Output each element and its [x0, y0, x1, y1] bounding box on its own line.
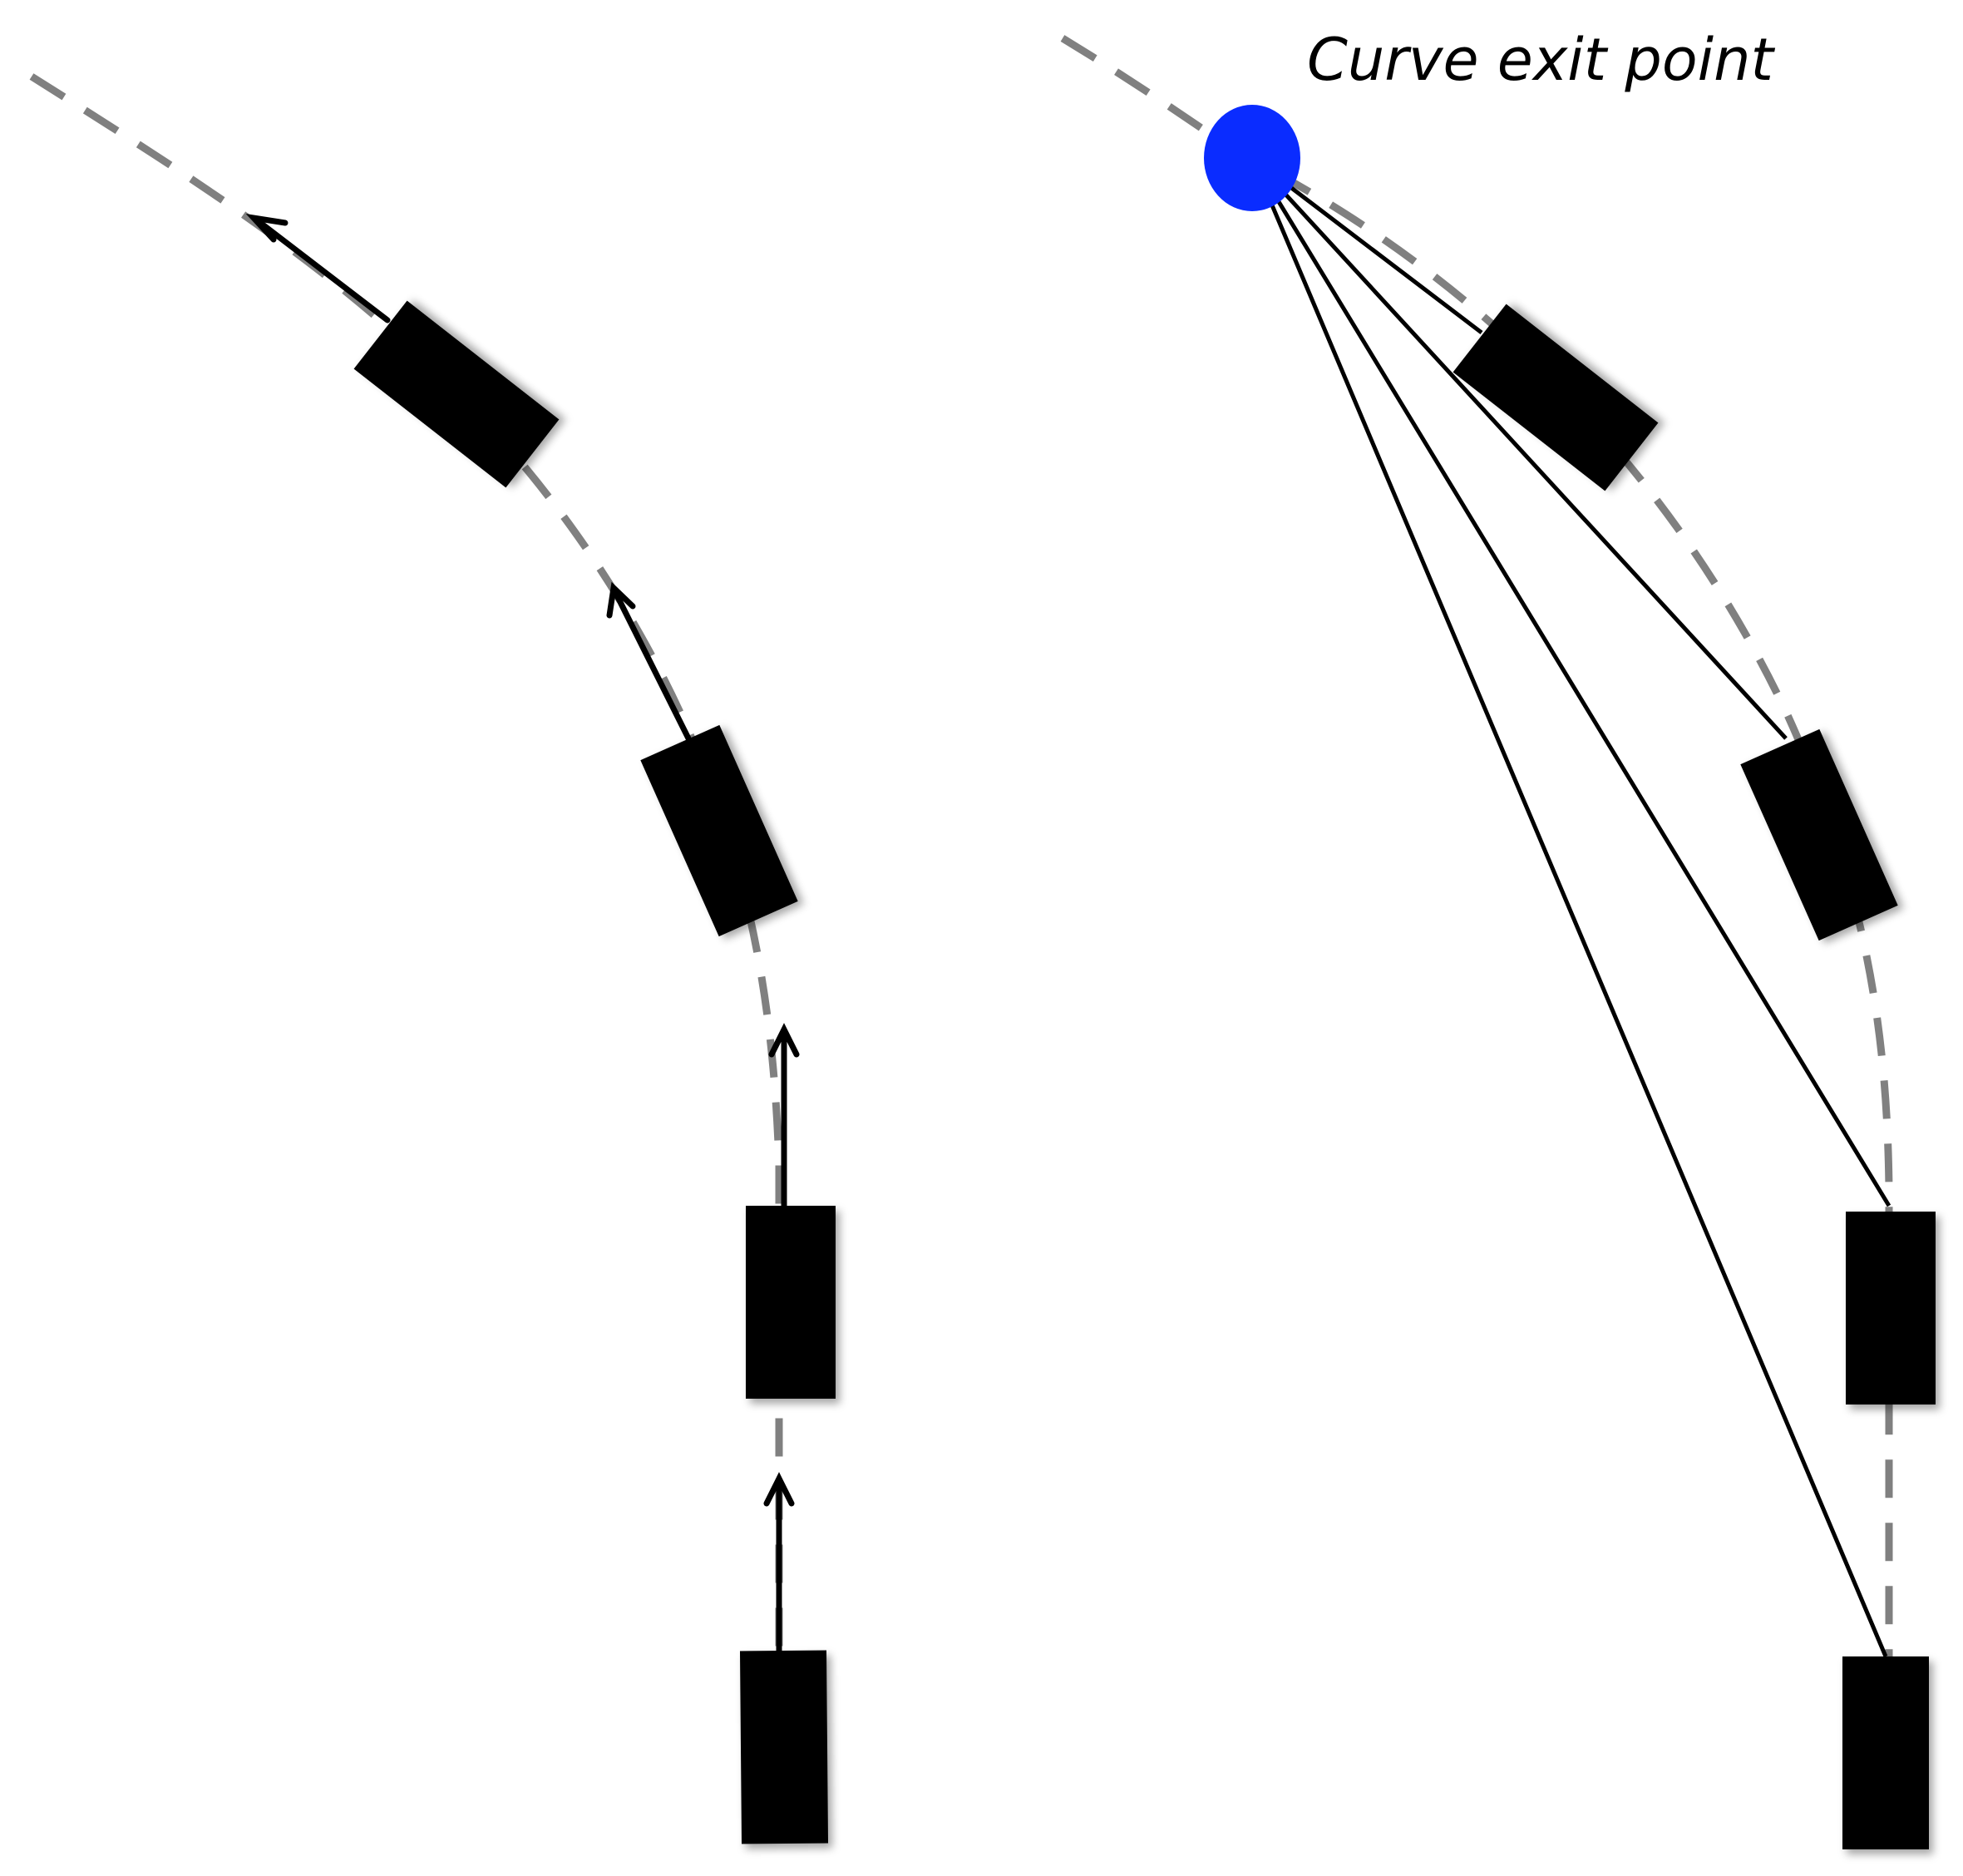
left-vehicle-3 [640, 724, 798, 937]
curve-exit-point-marker [1204, 105, 1300, 211]
sight-line-3 [1250, 156, 1788, 740]
sight-line-2 [1250, 156, 1891, 1207]
left-dashed-path [29, 73, 783, 1663]
left-heading-arrow-3 [606, 581, 692, 742]
sight-line-1 [1250, 157, 1888, 1657]
right-vehicle-2 [1846, 1212, 1936, 1405]
left-panel [29, 73, 836, 1844]
right-panel: Curve exit point [1060, 26, 1936, 1849]
curve-exit-point-label: Curve exit point [1307, 26, 1775, 94]
left-vehicle-2 [746, 1206, 836, 1399]
right-vehicle-1 [1842, 1656, 1929, 1849]
right-vehicle-4 [1453, 304, 1659, 491]
left-heading-arrow-2 [768, 1023, 800, 1209]
left-heading-arrow-4 [245, 213, 391, 323]
left-heading-arrow-1 [763, 1472, 795, 1654]
left-vehicle-1 [739, 1650, 829, 1844]
right-dashed-path [1060, 35, 1893, 1663]
left-vehicle-4 [353, 300, 560, 488]
sight-lines [1250, 156, 1891, 1657]
right-vehicle-3 [1740, 728, 1898, 941]
